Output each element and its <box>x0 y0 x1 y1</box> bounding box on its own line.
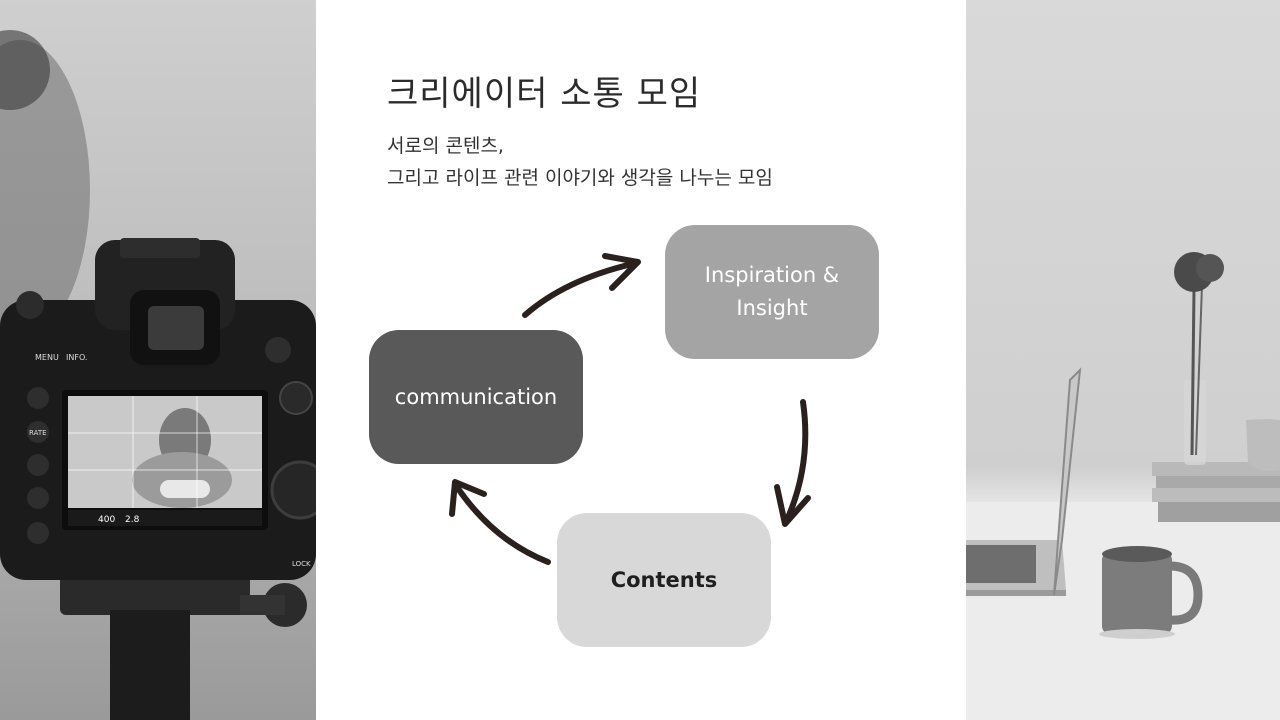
arrow-communication-to-inspiration <box>522 261 635 318</box>
desk-photo <box>966 0 1280 720</box>
subtitle-line-1: 서로의 콘텐츠, <box>387 135 504 157</box>
slide-title: 크리에이터 소통 모임 <box>387 74 702 114</box>
camera-info-label: INFO. <box>66 353 87 362</box>
arrow-inspiration-to-contents <box>783 399 809 525</box>
node-contents: Contents <box>557 513 771 647</box>
camera-lock-label: LOCK <box>292 560 311 568</box>
camera-iso-readout: 400 <box>98 515 115 525</box>
arrow-contents-to-communication <box>452 481 551 565</box>
camera-menu-label: MENU <box>35 353 59 362</box>
camera-illustration: MENU INFO. RATE 400 2.8 LOCK <box>0 30 316 720</box>
camera-rate-label: RATE <box>29 429 47 437</box>
arrow-head-3 <box>449 479 487 517</box>
camera-aperture-readout: 2.8 <box>125 515 140 525</box>
node-communication-label: communication <box>394 384 558 409</box>
node-inspiration-insight: Inspiration & Insight <box>665 225 879 359</box>
node-inspiration-line-1: Inspiration & <box>704 263 840 287</box>
node-contents-label: Contents <box>610 567 718 592</box>
desk-illustration <box>966 252 1280 720</box>
slide-subtitle: 서로의 콘텐츠, 그리고 라이프 관련 이야기와 생각을 나누는 모임 <box>387 130 773 194</box>
node-inspiration-line-2: Insight <box>736 296 808 320</box>
subtitle-line-2: 그리고 라이프 관련 이야기와 생각을 나누는 모임 <box>387 167 773 189</box>
arrow-head-1 <box>602 253 641 291</box>
node-communication: communication <box>369 330 583 464</box>
camera-photo: MENU INFO. RATE 400 2.8 LOCK <box>0 0 316 720</box>
arrow-head-2 <box>774 484 811 527</box>
